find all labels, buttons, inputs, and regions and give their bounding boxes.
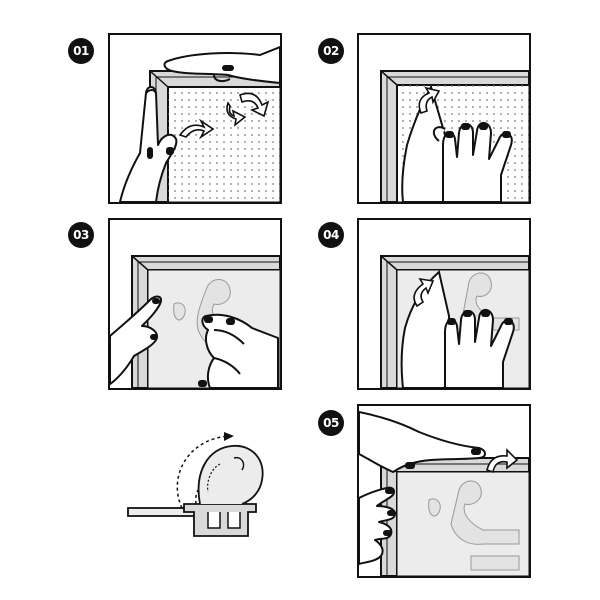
step-02-illustration <box>380 70 529 202</box>
step-panel-05 <box>357 404 531 578</box>
fingernail <box>447 318 456 325</box>
fingernail <box>504 318 513 325</box>
hand-icon <box>163 46 280 84</box>
step-05-illustration <box>359 411 529 576</box>
fingernail <box>385 488 394 494</box>
snap-frame-profile-icon <box>127 432 264 537</box>
curved-arrow-icon <box>418 86 441 114</box>
fingernail <box>471 448 481 455</box>
step-panel-04 <box>357 218 531 390</box>
curved-arrow-icon <box>486 448 519 474</box>
step-01-illustration <box>119 46 280 202</box>
fingernail <box>445 131 454 138</box>
fingernail <box>405 462 415 469</box>
fingernail <box>387 510 396 516</box>
fingernail <box>226 318 235 325</box>
hand-icon <box>359 411 486 473</box>
fingernail <box>461 123 470 130</box>
curved-arrow-icon <box>413 277 435 308</box>
fingernail <box>204 316 213 323</box>
fingernail <box>166 147 174 155</box>
fingernail <box>463 310 472 317</box>
step-badge-02: 02 <box>318 38 344 64</box>
snap-frame-profile-detail <box>124 428 284 548</box>
fingernail <box>383 530 392 536</box>
step-panel-02 <box>357 33 531 204</box>
step-panel-01 <box>108 33 282 204</box>
hand-icon <box>110 295 162 385</box>
step-04-illustration <box>380 255 529 388</box>
step-panel-03 <box>108 218 282 390</box>
fingernail <box>502 131 511 138</box>
curved-arrow-icon <box>178 92 270 140</box>
fingernail <box>222 65 234 71</box>
step-badge-05: 05 <box>318 410 344 436</box>
step-badge-03: 03 <box>68 222 94 248</box>
fingernail <box>198 380 207 387</box>
step-badge-01: 01 <box>68 38 94 64</box>
fingernail <box>147 147 153 159</box>
step-badge-04: 04 <box>318 222 344 248</box>
poster-figure <box>428 480 520 571</box>
step-03-illustration <box>110 255 280 388</box>
fingernail <box>479 123 488 130</box>
fingernail <box>481 310 490 317</box>
hand-icon <box>119 86 178 202</box>
fingernail <box>152 298 160 304</box>
hand-icon <box>201 313 279 388</box>
fingernail <box>150 334 158 340</box>
